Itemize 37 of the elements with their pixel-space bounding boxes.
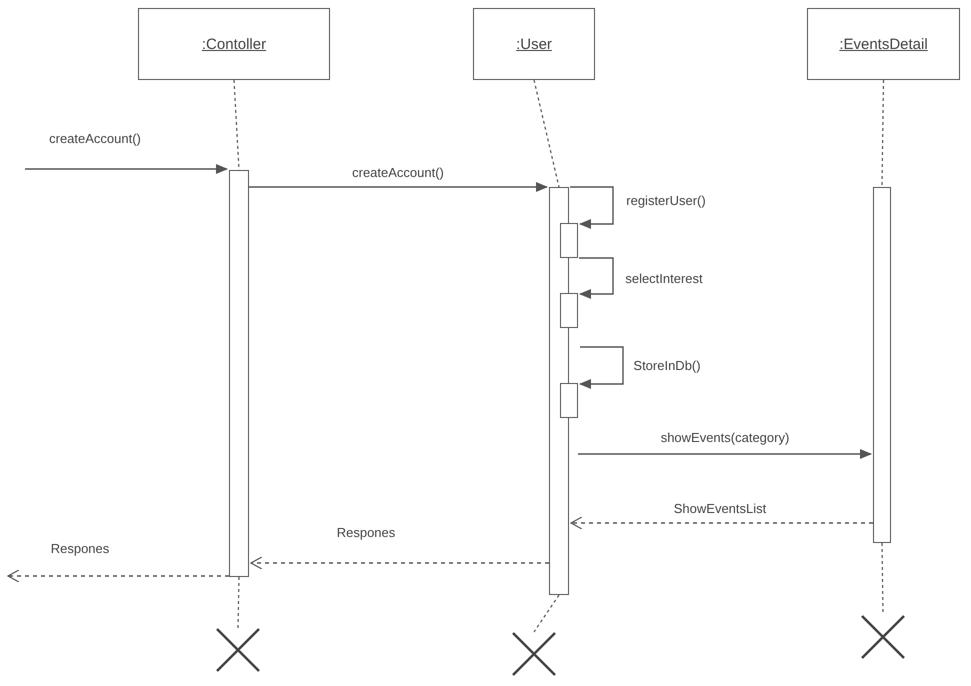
self-message-arrow (579, 346, 624, 389)
object-name: :Contoller (202, 36, 266, 52)
self-message-arrow (579, 257, 614, 299)
return-message-arrow (570, 516, 873, 530)
message-label: selectInterest (625, 271, 703, 286)
lifeline (237, 576, 240, 628)
destruction-mark (512, 632, 556, 676)
object-box (138, 8, 330, 80)
activation-bar (873, 187, 891, 543)
message-label: showEvents(category) (660, 430, 790, 445)
message-label: Respones (50, 541, 110, 556)
message-arrow (249, 182, 548, 192)
lifeline (881, 543, 884, 615)
return-message-arrow (250, 556, 549, 570)
destruction-mark (216, 628, 260, 672)
object-name: :EventsDetail (839, 36, 928, 52)
message-label: Respones (336, 525, 396, 540)
object-box (807, 8, 960, 80)
activation-bar (560, 383, 578, 418)
self-message-arrow (570, 186, 614, 229)
object-box (473, 8, 595, 80)
message-label: registerUser() (626, 193, 706, 208)
activation-bar (560, 293, 578, 328)
activation-bar (560, 223, 578, 258)
message-arrow (578, 449, 872, 459)
lifeline (533, 80, 560, 188)
message-arrow (25, 164, 228, 174)
destruction-mark (861, 615, 905, 659)
message-label: StoreInDb() (633, 358, 701, 373)
lifeline (534, 594, 560, 632)
message-label: ShowEventsList (674, 501, 766, 516)
object-name: :User (516, 36, 552, 52)
lifeline (881, 80, 884, 187)
return-message-arrow (7, 569, 229, 583)
message-label: createAccount() (49, 131, 141, 146)
message-label: createAccount() (352, 165, 444, 180)
activation-bar (229, 170, 249, 577)
